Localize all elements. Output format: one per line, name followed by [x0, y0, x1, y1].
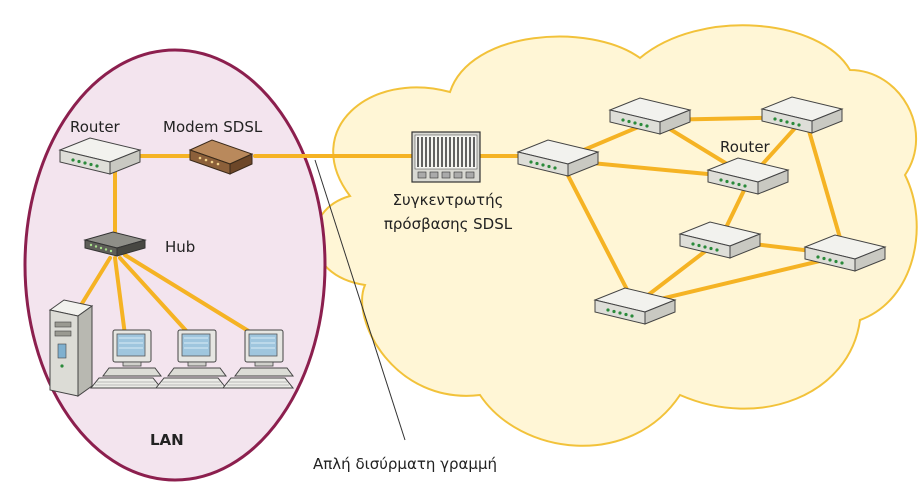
sdsl-modem[interactable] — [188, 139, 254, 175]
callout-line — [314, 159, 406, 441]
network-cloud — [313, 24, 918, 447]
lan-label: LAN — [150, 431, 184, 449]
link-hub-pc3 — [123, 253, 257, 337]
server-tower[interactable] — [48, 299, 94, 397]
modem-icon — [188, 139, 254, 175]
lan-area — [23, 48, 327, 482]
line-callout-label: Απλή δισύρματη γραμμή — [313, 455, 497, 473]
lan-router-label: Router — [70, 118, 121, 136]
concentrator-label-line2: πρόσβασης SDSL — [384, 215, 513, 233]
link-hub-pc1 — [113, 256, 127, 337]
link-r1-r7 — [558, 158, 637, 307]
cloud-router-label: Router — [720, 138, 771, 156]
hub[interactable] — [83, 231, 147, 257]
link-hub-pc2 — [118, 256, 192, 337]
server-tower-icon — [48, 299, 94, 397]
dslam-icon — [411, 131, 481, 183]
sdsl-concentrator[interactable] — [411, 131, 481, 183]
link-r3-r6 — [803, 115, 847, 257]
hub-label: Hub — [165, 238, 195, 256]
link-r6-r7 — [633, 253, 847, 307]
hub-icon — [83, 231, 147, 257]
modem-label: Modem SDSL — [163, 118, 263, 136]
concentrator-label-line1: Συγκεντρωτής — [393, 191, 504, 209]
link-hub-server — [76, 256, 112, 312]
